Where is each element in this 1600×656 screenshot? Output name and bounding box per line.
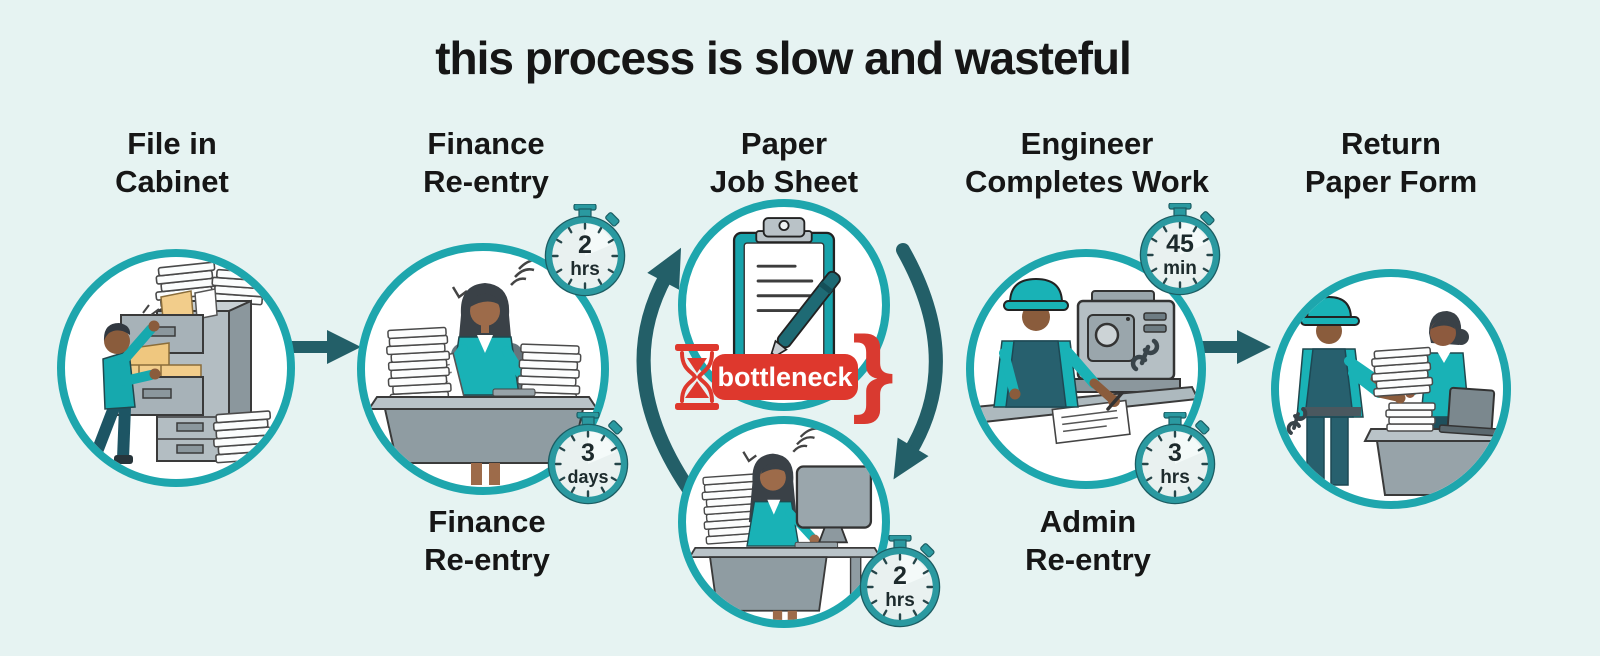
paper-stack xyxy=(212,410,274,464)
page-title: this process is slow and wasteful xyxy=(435,32,1132,84)
bottleneck-label: bottleneck xyxy=(717,361,853,392)
stage-label-line: Cabinet xyxy=(115,163,229,199)
stage-circle-return-paper-form xyxy=(1271,269,1511,509)
timer-value: 2 xyxy=(578,231,592,259)
person-engineer xyxy=(993,277,1124,411)
bottom-label-line: Re-entry xyxy=(424,541,550,577)
stage-label-line: Job Sheet xyxy=(709,163,859,199)
curly-brace: } xyxy=(851,316,895,425)
job-sheet-paper xyxy=(1051,399,1131,445)
paper-stack xyxy=(1385,402,1436,432)
clipboard-icon xyxy=(732,217,836,381)
stage-label-line: Return xyxy=(1341,126,1441,161)
engineer-illustration xyxy=(974,277,1198,445)
wrench-icon xyxy=(1130,338,1160,372)
stage-label-engineer-completes-work: Engineer Completes Work xyxy=(965,125,1209,201)
bottleneck-badge: bottleneck xyxy=(712,354,858,400)
stage-label-return-paper-form: Return Paper Form xyxy=(1305,125,1477,201)
desk xyxy=(367,396,599,464)
bottom-label-line: Admin xyxy=(1039,504,1137,539)
stopwatch-icon: 2 hrs xyxy=(859,535,941,628)
stage-label-finance-re-entry: Finance Re-entry xyxy=(423,125,549,201)
monitor-icon xyxy=(795,465,873,544)
clerk-desk-illustration xyxy=(367,258,599,485)
bottom-label-finance-re-entry: Finance Re-entry xyxy=(424,503,550,579)
stage-label-line: Paper xyxy=(740,126,828,161)
timer-value: 45 xyxy=(1166,230,1194,258)
stage-circle-file-in-cabinet xyxy=(57,249,295,487)
hourglass-icon xyxy=(675,344,719,410)
stage-label-line: Completes Work xyxy=(964,163,1210,199)
cycle-arrowhead-up xyxy=(647,247,682,290)
stage-label-paper-job-sheet: Paper Job Sheet xyxy=(710,125,858,201)
person-admin xyxy=(746,453,820,547)
paper-stack-held xyxy=(1371,346,1434,398)
machine-icon xyxy=(1071,290,1181,393)
admin-computer-illustration xyxy=(688,427,882,620)
timer-unit: hrs xyxy=(1160,467,1190,488)
stage-label-line: Finance xyxy=(427,126,545,161)
bottom-label-admin-re-entry: Admin Re-entry xyxy=(1025,503,1151,579)
handoff-illustration xyxy=(1286,295,1503,496)
timer-value: 2 xyxy=(893,562,907,590)
timer-unit: hrs xyxy=(570,259,600,280)
timer-value: 3 xyxy=(581,439,595,467)
stage-label-line: File in xyxy=(127,126,217,161)
wrench-icon xyxy=(1286,407,1308,435)
stage-label-line: Re-entry xyxy=(423,163,549,199)
stage-label-line: Paper Form xyxy=(1304,163,1478,199)
paper-stack xyxy=(386,326,452,404)
timer-value: 3 xyxy=(1168,439,1182,467)
stopwatch-icon: 3 hrs xyxy=(1134,412,1216,505)
laptop-icon xyxy=(1438,386,1499,437)
bottom-label-line: Re-entry xyxy=(1025,541,1151,577)
timer-unit: days xyxy=(567,467,608,487)
desk xyxy=(1363,428,1503,496)
stopwatch-icon: 45 min xyxy=(1139,203,1221,296)
arrow-right-icon xyxy=(1199,330,1271,364)
job-sheet-illustration xyxy=(732,217,841,381)
file-cabinet-illustration xyxy=(85,261,274,464)
arrow-right-icon xyxy=(289,330,361,364)
paper-stack xyxy=(209,268,270,306)
stopwatch-icon: 2 hrs xyxy=(544,204,626,297)
stage-label-file-in-cabinet: File in Cabinet xyxy=(115,125,229,201)
cycle-arrows xyxy=(636,243,943,512)
pen-icon xyxy=(1106,391,1124,411)
keyboard xyxy=(492,388,536,397)
paper-stack xyxy=(701,473,762,545)
timer-unit: hrs xyxy=(885,590,915,611)
timer-unit: min xyxy=(1163,258,1197,279)
bottom-label-line: Finance xyxy=(428,504,546,539)
stage-label-line: Engineer xyxy=(1020,126,1154,161)
cycle-arrowhead-down xyxy=(893,437,929,480)
desk xyxy=(688,546,882,612)
stopwatch-icon: 3 days xyxy=(547,412,629,505)
